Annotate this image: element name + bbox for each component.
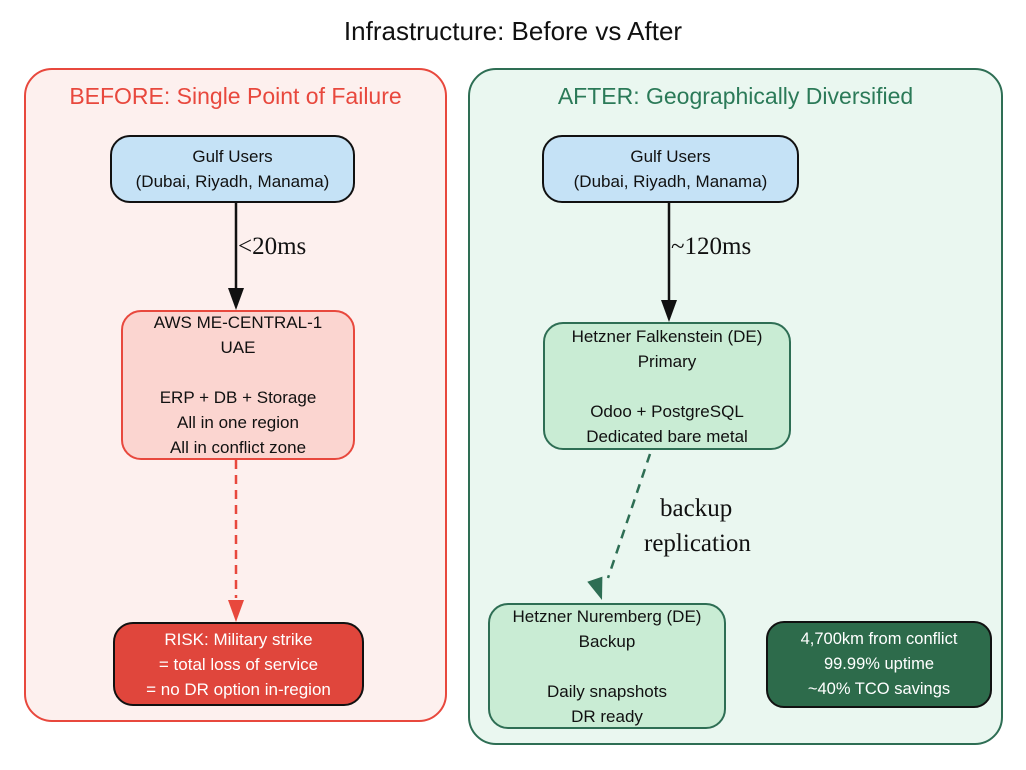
after-latency-arrow — [661, 202, 677, 322]
node-text-line: Gulf Users — [630, 147, 711, 166]
before-panel-header: BEFORE: Single Point of Failure — [69, 83, 402, 109]
risk-dashed-arrow — [228, 460, 244, 622]
node-text-line: Odoo + PostgreSQL — [590, 401, 744, 421]
node-text-line: Dedicated bare metal — [586, 426, 748, 446]
replication-dashed-arrow — [587, 453, 652, 600]
node-text-line: Daily snapshots — [546, 681, 667, 701]
before-latency-arrow — [228, 202, 244, 310]
after-latency-label: ~120ms — [671, 233, 752, 260]
node-text-line: Backup — [578, 631, 636, 651]
before-latency-label: <20ms — [238, 233, 307, 260]
stats-node: 4,700km from conflict 99.99% uptime ~40%… — [766, 621, 992, 708]
before-gulf-users-node: Gulf Users (Dubai, Riyadh, Manama) — [110, 135, 355, 203]
node-text-line: = no DR option in-region — [146, 679, 331, 699]
after-gulf-users-node: Gulf Users (Dubai, Riyadh, Manama) — [542, 135, 799, 203]
replication-label-line1: backup — [660, 495, 733, 522]
node-text-line: RISK: Military strike — [164, 629, 313, 649]
node-text-line: Hetzner Nuremberg (DE) — [512, 606, 702, 626]
node-text-line: Primary — [637, 351, 697, 371]
diagram-title: Infrastructure: Before vs After — [343, 16, 683, 46]
node-text-line: UAE — [220, 338, 256, 357]
hetzner-primary-node: Hetzner Falkenstein (DE) Primary Odoo + … — [543, 322, 791, 450]
aws-region-node: AWS ME-CENTRAL-1 UAE ERP + DB + Storage … — [121, 310, 355, 460]
node-text-line: 4,700km from conflict — [800, 630, 958, 648]
node-text-line: DR ready — [571, 706, 643, 726]
node-text-line: 99.99% uptime — [823, 655, 935, 673]
node-text-line: All in conflict zone — [169, 438, 307, 457]
risk-node: RISK: Military strike = total loss of se… — [113, 622, 364, 706]
node-text-line: ~40% TCO savings — [807, 680, 951, 698]
node-text-line: All in one region — [177, 413, 299, 432]
node-text-line: (Dubai, Riyadh, Manama) — [135, 172, 330, 191]
node-text-line: (Dubai, Riyadh, Manama) — [573, 172, 768, 191]
node-text-line: ERP + DB + Storage — [159, 388, 317, 407]
replication-label-line2: replication — [644, 530, 751, 557]
before-panel: BEFORE: Single Point of Failure Gulf Use… — [24, 68, 447, 722]
node-text-line: Hetzner Falkenstein (DE) — [571, 326, 763, 346]
node-text-line: AWS ME-CENTRAL-1 — [153, 313, 323, 332]
after-panel: AFTER: Geographically Diversified Gulf U… — [468, 68, 1003, 745]
node-text-line: Gulf Users — [192, 147, 273, 166]
after-panel-header: AFTER: Geographically Diversified — [557, 83, 914, 109]
node-text-line: = total loss of service — [158, 654, 319, 674]
hetzner-backup-node: Hetzner Nuremberg (DE) Backup Daily snap… — [488, 603, 726, 729]
